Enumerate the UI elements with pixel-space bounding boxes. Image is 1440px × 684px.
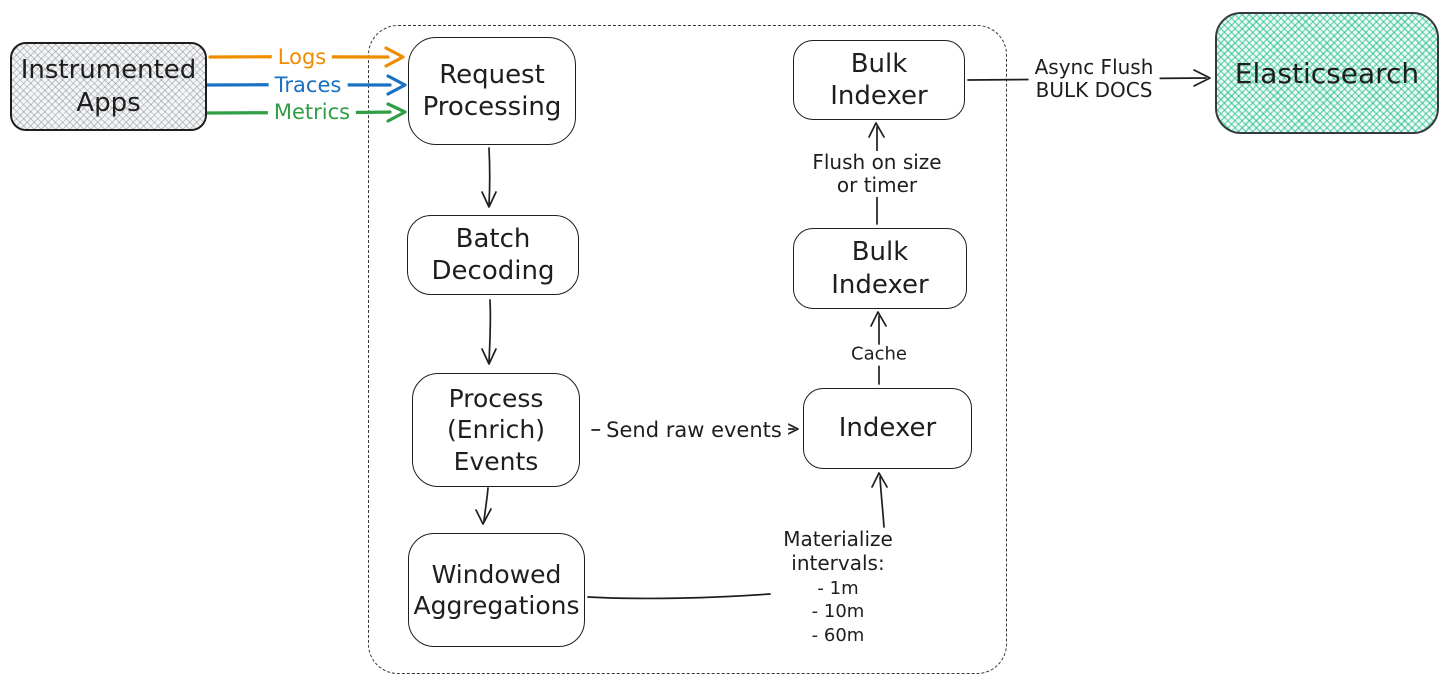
node-label: Processing (422, 92, 562, 122)
node-label: Instrumented (20, 55, 197, 85)
materialize-interval-items: - 1m - 10m - 60m (783, 577, 893, 647)
node-label: Elasticsearch (1234, 56, 1420, 90)
async-flush-label: Async Flush BULK DOCS (1028, 55, 1160, 102)
node-request-processing: Request Processing (408, 37, 576, 145)
node-label: Aggregations (413, 591, 580, 620)
node-indexer: Indexer (803, 388, 972, 469)
node-label: Bulk (851, 237, 909, 267)
windowed-to-materialize-line (587, 593, 771, 600)
node-label: Windowed (431, 559, 562, 589)
node-label: (Enrich) (447, 415, 545, 445)
send-raw-events-label: Send raw events (600, 417, 788, 443)
node-label: Events (453, 446, 539, 476)
node-bulk-indexer-lower: Bulk Indexer (793, 228, 967, 309)
cache-label: Cache (845, 344, 913, 366)
interval-item: - 60m (811, 624, 865, 646)
node-label: Process (448, 384, 544, 414)
traces-edge-label: Traces (268, 72, 348, 98)
node-label: Indexer (831, 269, 929, 300)
metrics-edge-label: Metrics (267, 99, 357, 125)
node-instrumented-apps: Instrumented Apps (10, 42, 207, 131)
node-label: Request (439, 59, 545, 90)
node-label: Indexer (830, 81, 928, 111)
interval-item: - 1m (817, 578, 859, 599)
interval-item: - 10m (811, 601, 865, 623)
node-label: Bulk (850, 48, 908, 79)
async-flush-label-line: BULK DOCS (1035, 78, 1153, 102)
node-windowed-aggregations: Windowed Aggregations (408, 533, 585, 647)
materialize-line: intervals: (791, 551, 885, 575)
pipeline-boundary (368, 25, 1007, 674)
node-label: Batch (455, 223, 531, 254)
batch-to-process-arrow (481, 299, 497, 365)
node-label: Indexer (838, 413, 937, 444)
materialize-to-indexer-arrow (871, 472, 888, 528)
node-elasticsearch: Elasticsearch (1215, 12, 1439, 134)
async-flush-label-line: Async Flush (1034, 55, 1154, 79)
materialize-intervals-annotation: Materialize intervals: - 1m - 10m - 60m (783, 527, 893, 647)
node-process-enrich-events: Process (Enrich) Events (412, 373, 580, 487)
logs-edge-label: Logs (271, 44, 333, 70)
process-to-windowed-arrow (475, 487, 492, 525)
flush-label-line: or timer (836, 173, 918, 197)
node-label: Decoding (431, 256, 555, 286)
node-bulk-indexer-upper: Bulk Indexer (793, 40, 965, 120)
materialize-line: Materialize (783, 527, 893, 551)
flush-on-size-label: Flush on size or timer (806, 150, 948, 197)
request-to-batch-arrow (481, 147, 497, 208)
node-batch-decoding: Batch Decoding (407, 215, 579, 295)
node-label: Apps (76, 87, 141, 118)
flush-label-line: Flush on size (812, 150, 942, 174)
